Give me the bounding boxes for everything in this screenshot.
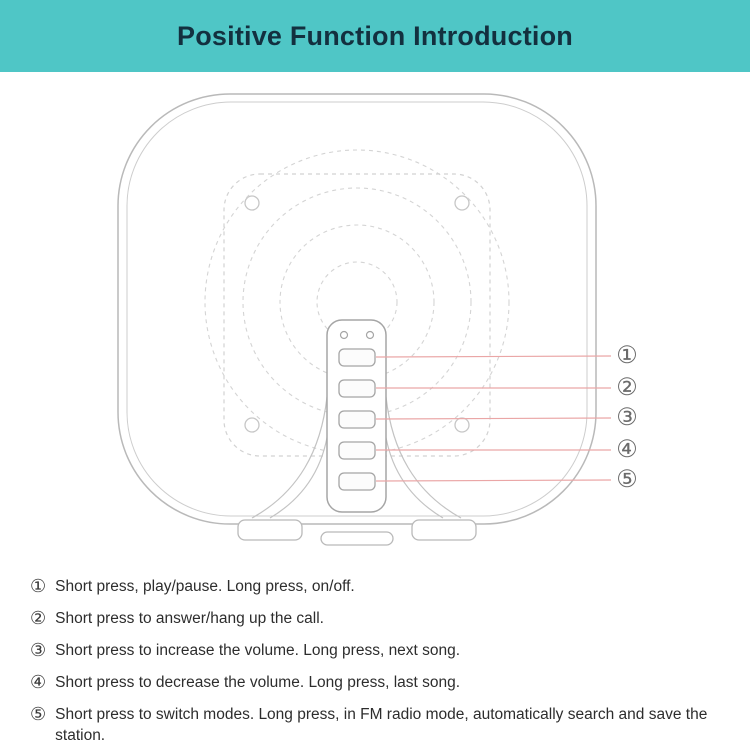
instruction-number-2: ② xyxy=(30,608,47,628)
instruction-item-5: ⑤ Short press to switch modes. Long pres… xyxy=(30,704,736,746)
header-bar: Positive Function Introduction xyxy=(0,0,750,72)
screw-hole-bottom-right xyxy=(454,417,470,433)
instruction-item-3: ③ Short press to increase the volume. Lo… xyxy=(30,640,736,661)
instruction-text-3: Short press to increase the volume. Long… xyxy=(55,642,461,659)
leader-line-1 xyxy=(375,355,612,358)
speaker-sketch xyxy=(117,93,612,546)
screw-hole-top-left xyxy=(244,195,260,211)
leader-line-5 xyxy=(375,479,612,482)
instruction-number-3: ③ xyxy=(30,640,47,660)
foot-left xyxy=(237,519,303,541)
instruction-number-5: ⑤ xyxy=(30,704,47,724)
screw-holes xyxy=(244,195,470,433)
instruction-text-5: Short press to switch modes. Long press,… xyxy=(55,706,708,744)
button-2-call xyxy=(338,379,376,398)
base-center-tab xyxy=(320,531,394,546)
control-strip xyxy=(326,319,387,513)
mic-hole-right xyxy=(365,330,375,340)
instruction-text-2: Short press to answer/hang up the call. xyxy=(55,610,324,627)
instruction-item-4: ④ Short press to decrease the volume. Lo… xyxy=(30,672,736,693)
instruction-item-2: ② Short press to answer/hang up the call… xyxy=(30,608,736,629)
leader-line-3 xyxy=(375,417,612,420)
speaker-body-outline xyxy=(117,93,597,525)
instruction-number-1: ① xyxy=(30,576,47,596)
speaker-diagram: ① ② ③ ④ ⑤ xyxy=(0,72,750,574)
instruction-item-1: ① Short press, play/pause. Long press, o… xyxy=(30,576,736,597)
instruction-text-4: Short press to decrease the volume. Long… xyxy=(55,674,461,691)
callout-number-5: ⑤ xyxy=(616,466,638,493)
screw-hole-bottom-left xyxy=(244,417,260,433)
foot-right xyxy=(411,519,477,541)
page-title: Positive Function Introduction xyxy=(177,20,573,51)
button-4-volume-down xyxy=(338,441,376,460)
mount-panel-dashed-outline xyxy=(223,173,491,457)
instruction-list: ① Short press, play/pause. Long press, o… xyxy=(30,576,736,750)
button-1-play-pause xyxy=(338,348,376,367)
instruction-text-1: Short press, play/pause. Long press, on/… xyxy=(55,578,355,595)
callout-number-3: ③ xyxy=(616,404,638,431)
callout-number-2: ② xyxy=(616,374,638,401)
leader-lines xyxy=(375,355,612,482)
callout-number-1: ① xyxy=(616,342,638,369)
button-5-mode xyxy=(338,472,376,491)
mic-hole-left xyxy=(339,330,349,340)
screw-hole-top-right xyxy=(454,195,470,211)
callout-number-4: ④ xyxy=(616,436,638,463)
speaker-base-feet xyxy=(237,519,477,546)
button-3-volume-up xyxy=(338,410,376,429)
instruction-number-4: ④ xyxy=(30,672,47,692)
